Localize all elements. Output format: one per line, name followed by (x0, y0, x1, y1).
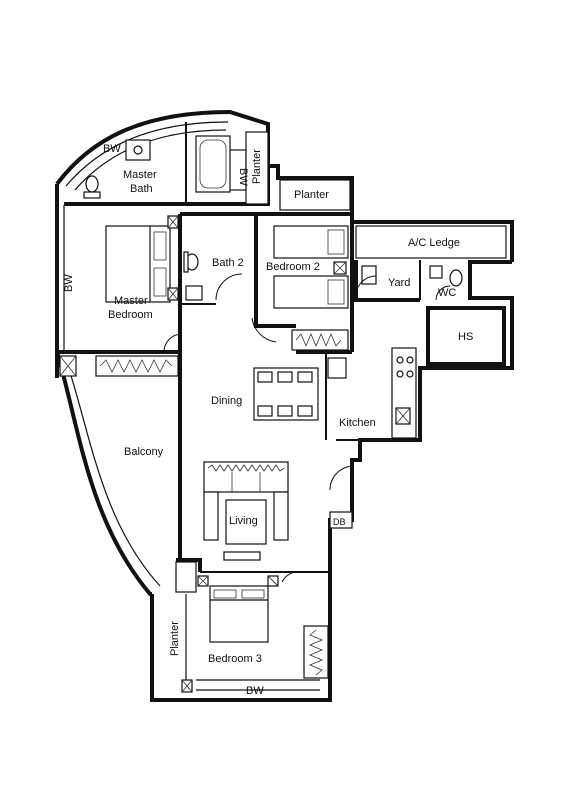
bathtub-icon (195, 135, 231, 193)
master-bath-label-1: Master (123, 169, 157, 181)
bedroom2-label: Bedroom 2 (266, 261, 320, 273)
living-label: Living (229, 515, 258, 527)
bw-bottom-label: BW (246, 685, 264, 697)
tv-console-icon (223, 551, 261, 561)
planter-bottom-label: Planter (169, 621, 181, 656)
bath2-label: Bath 2 (212, 257, 244, 269)
bw-bath-label: BW (237, 168, 249, 186)
planter-side-label: Planter (251, 149, 263, 184)
master-bedroom-label-1: Master (114, 295, 148, 307)
toilet-icon (85, 175, 99, 193)
room-labels: BW Master Bath BW Planter Planter Bath 2… (63, 143, 473, 697)
ac-ledge-label: A/C Ledge (408, 237, 460, 249)
bed-icon (105, 225, 171, 303)
outer-walls (55, 109, 514, 702)
bw-label: BW (103, 143, 121, 155)
sofa-icon (203, 461, 289, 493)
hs-label: HS (458, 331, 473, 343)
bedroom3-label: Bedroom 3 (208, 653, 262, 665)
dining-label: Dining (211, 395, 242, 407)
bed-icon (209, 585, 269, 643)
column-marks (167, 215, 411, 693)
master-bath-label-2: Bath (130, 183, 153, 195)
fixtures (59, 135, 463, 693)
wardrobe-icon (95, 355, 179, 377)
bw-left-label: BW (63, 274, 75, 292)
yard-label: Yard (388, 277, 410, 289)
doors (163, 273, 451, 583)
basin-icon (125, 139, 151, 161)
master-bedroom-label-2: Bedroom (108, 309, 153, 321)
wc-label: WC (438, 287, 456, 299)
planter-top-label: Planter (294, 189, 329, 201)
db-label: DB (333, 517, 346, 527)
balcony-label: Balcony (124, 446, 164, 458)
kitchen-label: Kitchen (339, 417, 376, 429)
